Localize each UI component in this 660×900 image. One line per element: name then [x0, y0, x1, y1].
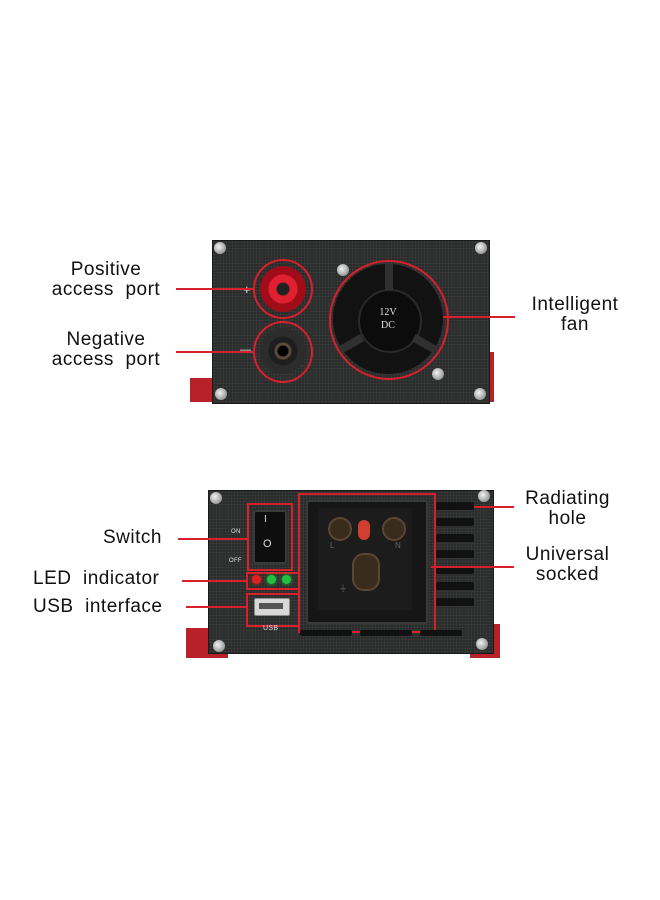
negative-label-line1: Negative — [66, 329, 146, 350]
minus-symbol: — — [240, 344, 251, 356]
negative-callout-line — [176, 351, 255, 353]
switch-mark-on: I — [264, 514, 267, 525]
socket-callout-line — [431, 566, 514, 568]
radiating-label-line1: Radiating — [525, 488, 610, 509]
top-screw-4 — [215, 388, 227, 400]
vent-slot — [436, 518, 474, 526]
vent-slot — [420, 630, 462, 636]
socket-label-line1: Universal — [525, 544, 610, 565]
fan-voltage: 12V — [379, 307, 397, 318]
socket-label: Universal socked — [510, 545, 625, 585]
switch-on-text: ON — [231, 529, 241, 535]
switch-callout-box — [247, 503, 293, 571]
positive-callout-line — [176, 288, 255, 290]
radiating-callout-line — [474, 506, 514, 508]
bottom-screw-3 — [213, 640, 225, 652]
led-callout-line — [182, 580, 247, 582]
socket-mark-n: N — [395, 541, 401, 550]
socket-mark-l: L — [330, 541, 335, 550]
vent-slot — [436, 582, 474, 590]
rocker-switch[interactable] — [253, 510, 287, 564]
socket-hole-center — [358, 520, 370, 540]
radiating-label: Radiating hole — [510, 489, 625, 529]
usb-text: USB — [263, 625, 279, 632]
radiating-label-line2: hole — [548, 508, 587, 529]
socket-mark-earth: ⏚ — [339, 584, 347, 593]
positive-label-line2: access port — [51, 279, 161, 300]
usb-label: USB interface — [33, 596, 163, 617]
fan-label-line1: Intelligent — [531, 294, 619, 315]
usb-port[interactable] — [254, 598, 290, 616]
socket-label-line2: socked — [535, 564, 600, 585]
switch-mark-off: O — [263, 538, 272, 550]
led-green-2 — [282, 575, 291, 584]
socket-hole-bottom — [352, 553, 380, 591]
top-screw-1 — [214, 242, 226, 254]
negative-callout-ring — [253, 321, 313, 383]
switch-callout-line — [178, 538, 248, 540]
fan-text: 12V DC — [370, 306, 406, 332]
positive-label-line1: Positive — [70, 259, 142, 280]
led-label: LED indicator — [33, 568, 160, 589]
positive-callout-ring — [253, 259, 313, 319]
negative-label: Negative access port — [36, 330, 176, 370]
vent-slot — [436, 502, 474, 510]
vent-slot — [436, 598, 474, 606]
led-green-1 — [267, 575, 276, 584]
top-screw-3 — [337, 264, 349, 276]
switch-off-text: OFF — [229, 558, 242, 564]
top-screw-5 — [474, 388, 486, 400]
socket-hole-right — [382, 517, 406, 541]
led-red — [252, 575, 261, 584]
usb-port-tongue — [259, 603, 283, 609]
fan-callout-line — [443, 316, 515, 318]
switch-label: Switch — [103, 527, 162, 548]
socket-hole-left — [328, 517, 352, 541]
top-screw-6 — [432, 368, 444, 380]
negative-label-line2: access port — [51, 349, 161, 370]
fan-current-type: DC — [381, 320, 395, 331]
usb-callout-line — [186, 606, 247, 608]
vent-slot — [436, 566, 474, 574]
bottom-screw-4 — [476, 638, 488, 650]
vent-slot — [436, 534, 474, 542]
vent-slot — [436, 550, 474, 558]
positive-label: Positive access port — [36, 260, 176, 300]
fan-label: Intelligent fan — [515, 295, 635, 335]
fan-callout-ring — [329, 260, 449, 380]
vent-slot — [300, 630, 352, 636]
vent-slot — [360, 630, 412, 636]
top-screw-2 — [475, 242, 487, 254]
fan-label-line2: fan — [561, 314, 589, 335]
bottom-screw-1 — [210, 492, 222, 504]
bottom-screw-2 — [478, 490, 490, 502]
